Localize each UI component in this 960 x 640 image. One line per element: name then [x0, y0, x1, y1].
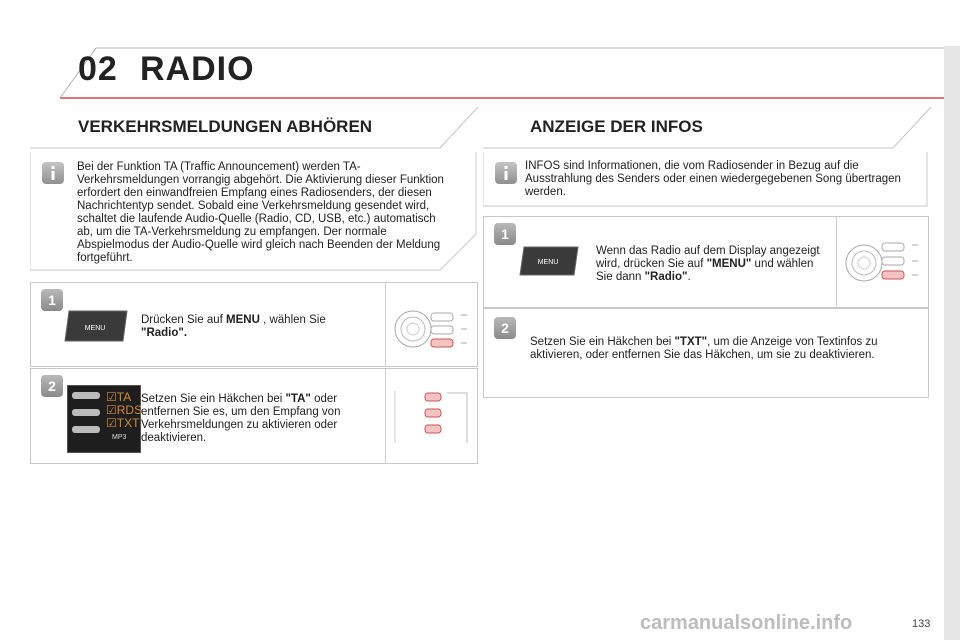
step-badge: 2 — [41, 375, 63, 397]
right-step1-panel: 1 MENU Wenn das Radio auf dem Display an… — [483, 216, 929, 308]
menu-button-label: MENU — [85, 325, 106, 332]
watermark: carmanualsonline.info — [640, 612, 853, 634]
info-icon — [42, 162, 64, 184]
menu-item: ☑TXT — [106, 416, 140, 430]
info-icon — [495, 162, 517, 184]
left-step1-panel: 1 MENU Drücken Sie auf MENU , wählen Sie… — [30, 282, 478, 367]
header-decoration — [59, 47, 944, 99]
right-section-title: ANZEIGE DER INFOS — [530, 117, 703, 136]
step-badge: 1 — [41, 289, 63, 311]
left-title-frame — [30, 106, 479, 149]
left-step2-text: Setzen Sie ein Häkchen bei "TA" oder ent… — [141, 393, 341, 444]
divider — [385, 369, 386, 464]
menu-button: MENU — [63, 309, 129, 343]
left-step1-text: Drücken Sie auf MENU , wählen Sie "Radio… — [141, 314, 326, 339]
step-badge: 2 — [494, 317, 516, 339]
radio-panel-illustration — [842, 231, 926, 301]
left-step2-panel: 2 ☑TA ☑RDS ☑TXT MP3 Setzen Sie ein Häkch… — [30, 368, 478, 464]
right-step2-text: Setzen Sie ein Häkchen bei "TXT", um die… — [530, 336, 878, 361]
page-number: 133 — [912, 618, 931, 630]
right-info-panel: INFOS sind Informationen, die vom Radios… — [483, 150, 929, 208]
left-info-text: Bei der Funktion TA (Traffic Announcemen… — [77, 161, 444, 264]
right-step2-panel: 2 Setzen Sie ein Häkchen bei "TXT", um d… — [483, 308, 929, 398]
menu-item: ☑TA — [106, 390, 132, 404]
right-info-text: INFOS sind Informationen, die vom Radios… — [525, 160, 901, 198]
right-step1-text: Wenn das Radio auf dem Display angezeigt… — [596, 245, 820, 283]
left-section-title: VERKEHRSMELDUNGEN ABHÖREN — [78, 117, 373, 136]
menu-screen-illustration: ☑TA ☑RDS ☑TXT MP3 — [67, 385, 143, 453]
step-badge: 1 — [494, 223, 516, 245]
sidebar-strip — [944, 46, 960, 640]
menu-button-label: MENU — [538, 259, 559, 266]
mp3-label: MP3 — [112, 434, 127, 441]
chapter-number: 02 — [78, 50, 118, 88]
divider — [385, 283, 386, 367]
right-title-frame — [483, 106, 932, 149]
menu-item: ☑RDS — [106, 403, 143, 417]
radio-panel-illustration — [391, 293, 475, 363]
left-info-panel: Bei der Funktion TA (Traffic Announcemen… — [30, 150, 478, 272]
divider — [836, 217, 837, 308]
chapter-title: RADIO — [140, 50, 255, 88]
menu-button: MENU — [518, 245, 580, 277]
button-column-illustration — [391, 389, 475, 449]
